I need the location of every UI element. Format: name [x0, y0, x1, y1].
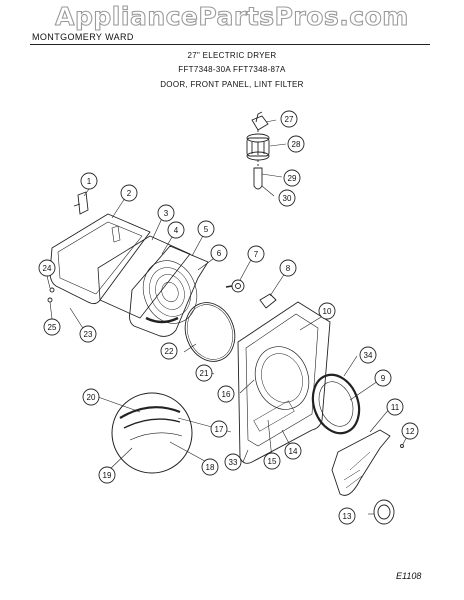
front-panel [237, 301, 331, 464]
callout-24-label: 24 [43, 264, 52, 273]
lint-duct [331, 429, 391, 496]
section-title: DOOR, FRONT PANEL, LINT FILTER [160, 80, 304, 89]
callout-21-label: 21 [200, 369, 209, 378]
callout-3: 3 [157, 204, 175, 222]
callout-17-label: 17 [215, 425, 224, 434]
door-gasket-ring [184, 302, 236, 362]
callout-29-label: 29 [288, 174, 297, 183]
callout-16: 16 [217, 385, 235, 403]
callout-17: 17 [210, 420, 228, 438]
callout-27: 27 [280, 110, 298, 128]
callout-19-label: 19 [103, 471, 112, 480]
callout-28: 28 [287, 135, 305, 153]
callout-12: 12 [401, 422, 419, 440]
callout-18-label: 18 [206, 463, 215, 472]
callout-5-label: 5 [204, 225, 209, 234]
callout-33-label: 33 [229, 458, 238, 467]
callout-1: 1 [80, 172, 98, 190]
callout-13-label: 13 [343, 512, 352, 521]
callout-6: 6 [210, 244, 228, 262]
watermark-logo: AppliancePartsPros.com [55, 1, 409, 31]
callout-5: 5 [197, 220, 215, 238]
callout-12-label: 12 [406, 427, 415, 436]
callout-2-label: 2 [127, 189, 132, 198]
callout-23-label: 23 [84, 330, 93, 339]
callout-7: 7 [247, 245, 265, 263]
detail-magnifier [111, 392, 193, 474]
callout-10: 10 [318, 302, 336, 320]
model-numbers: FFT7348-30A FFT7348-87A [178, 65, 286, 74]
callout-16-label: 16 [222, 390, 231, 399]
callout-4: 4 [167, 221, 185, 239]
lint-filter-assembly [246, 111, 270, 190]
callout-18: 18 [201, 458, 219, 476]
callout-9: 9 [374, 369, 392, 387]
diagram-title: 27" ELECTRIC DRYER [187, 51, 277, 60]
callout-1-label: 1 [87, 177, 92, 186]
door-inner-panel [97, 235, 191, 319]
page-code: E1108 [396, 571, 422, 581]
callout-34: 34 [359, 346, 377, 364]
callout-27-label: 27 [285, 115, 294, 124]
callout-13: 13 [338, 507, 356, 525]
callout-20-label: 20 [87, 393, 96, 402]
callout-29: 29 [283, 169, 301, 187]
callout-30: 30 [278, 189, 296, 207]
callout-22: 22 [160, 342, 178, 360]
header-rule [30, 44, 430, 45]
brand-name: MONTGOMERY WARD [32, 32, 134, 42]
callout-15: 15 [263, 452, 281, 470]
callout-14: 14 [284, 442, 302, 460]
callout-8: 8 [279, 259, 297, 277]
callout-6-label: 6 [217, 249, 222, 258]
callout-2: 2 [120, 184, 138, 202]
callout-7-label: 7 [254, 250, 259, 259]
callout-9-label: 9 [381, 374, 386, 383]
callout-3-label: 3 [164, 209, 169, 218]
callout-24: 24 [38, 259, 56, 277]
door-hinge-clip [73, 191, 89, 215]
callout-4-label: 4 [174, 226, 179, 235]
callout-23: 23 [79, 325, 97, 343]
callout-34-label: 34 [364, 351, 373, 360]
callout-25-label: 25 [48, 323, 57, 332]
callout-19: 19 [98, 466, 116, 484]
callout-10-label: 10 [323, 307, 332, 316]
callout-30-label: 30 [283, 194, 292, 203]
callout-28-label: 28 [292, 140, 301, 149]
callout-25: 25 [43, 318, 61, 336]
door-seal-ring [311, 373, 361, 435]
callout-20: 20 [82, 388, 100, 406]
callout-8-label: 8 [286, 264, 291, 273]
callout-14-label: 14 [289, 447, 298, 456]
callout-21: 21 [195, 364, 213, 382]
callout-11-label: 11 [391, 403, 400, 412]
callout-15-label: 15 [268, 457, 277, 466]
inner-door-shell [129, 245, 209, 337]
callout-11: 11 [386, 398, 404, 416]
outer-door-panel [49, 213, 151, 305]
callout-22-label: 22 [165, 347, 174, 356]
callout-33: 33 [224, 453, 242, 471]
